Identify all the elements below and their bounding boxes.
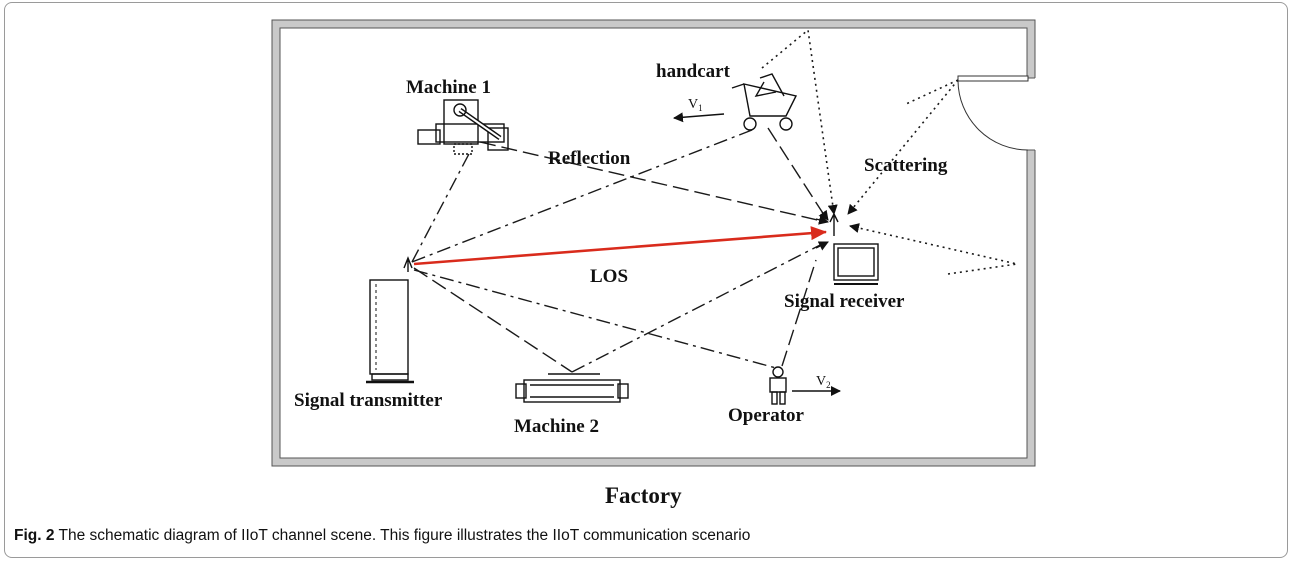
caption-prefix: Fig. 2 xyxy=(14,527,55,544)
handcart-icon xyxy=(731,73,798,131)
los-arrow xyxy=(413,226,827,266)
label-scattering: Scattering xyxy=(864,155,948,176)
scattering-paths xyxy=(761,28,1018,275)
label-handcart: handcart xyxy=(656,61,731,82)
label-machine1: Machine 1 xyxy=(406,77,491,98)
path-machine1-receiver xyxy=(479,141,827,223)
path-machine2-receiver xyxy=(571,241,827,373)
label-operator: Operator xyxy=(728,405,805,426)
operator-icon xyxy=(769,366,787,405)
label-reflection: Reflection xyxy=(548,148,631,169)
transmitter-icon xyxy=(366,256,414,384)
path-tx-machine2 xyxy=(413,267,573,373)
figure-frame xyxy=(4,2,1288,558)
v1-arrow xyxy=(673,112,725,123)
machine2-icon xyxy=(515,373,629,403)
path-handcart-receiver xyxy=(767,127,827,219)
label-los: LOS xyxy=(590,266,628,287)
path-operator-receiver xyxy=(781,259,817,367)
label-factory: Factory xyxy=(605,483,682,508)
machine1-icon xyxy=(417,99,509,155)
receiver-arrows xyxy=(815,209,829,251)
label-signal-receiver: Signal receiver xyxy=(784,291,905,312)
door xyxy=(957,75,1029,151)
label-v2: V2 xyxy=(816,374,831,390)
propagation-paths xyxy=(411,127,827,373)
label-v1: V1 xyxy=(688,97,703,113)
path-tx-operator xyxy=(413,269,777,369)
label-signal-transmitter: Signal transmitter xyxy=(294,390,443,411)
iiot-channel-diagram: Machine 1 handcart V1 Reflection Scatter… xyxy=(271,19,1038,508)
path-tx-machine1 xyxy=(411,151,471,263)
receiver-icon xyxy=(829,212,879,285)
label-machine2: Machine 2 xyxy=(514,416,599,437)
caption-text: The schematic diagram of IIoT channel sc… xyxy=(54,527,751,544)
factory-walls xyxy=(271,19,1038,467)
path-tx-handcart xyxy=(411,129,753,263)
figure-caption: Fig. 2 The schematic diagram of IIoT cha… xyxy=(14,527,1274,545)
